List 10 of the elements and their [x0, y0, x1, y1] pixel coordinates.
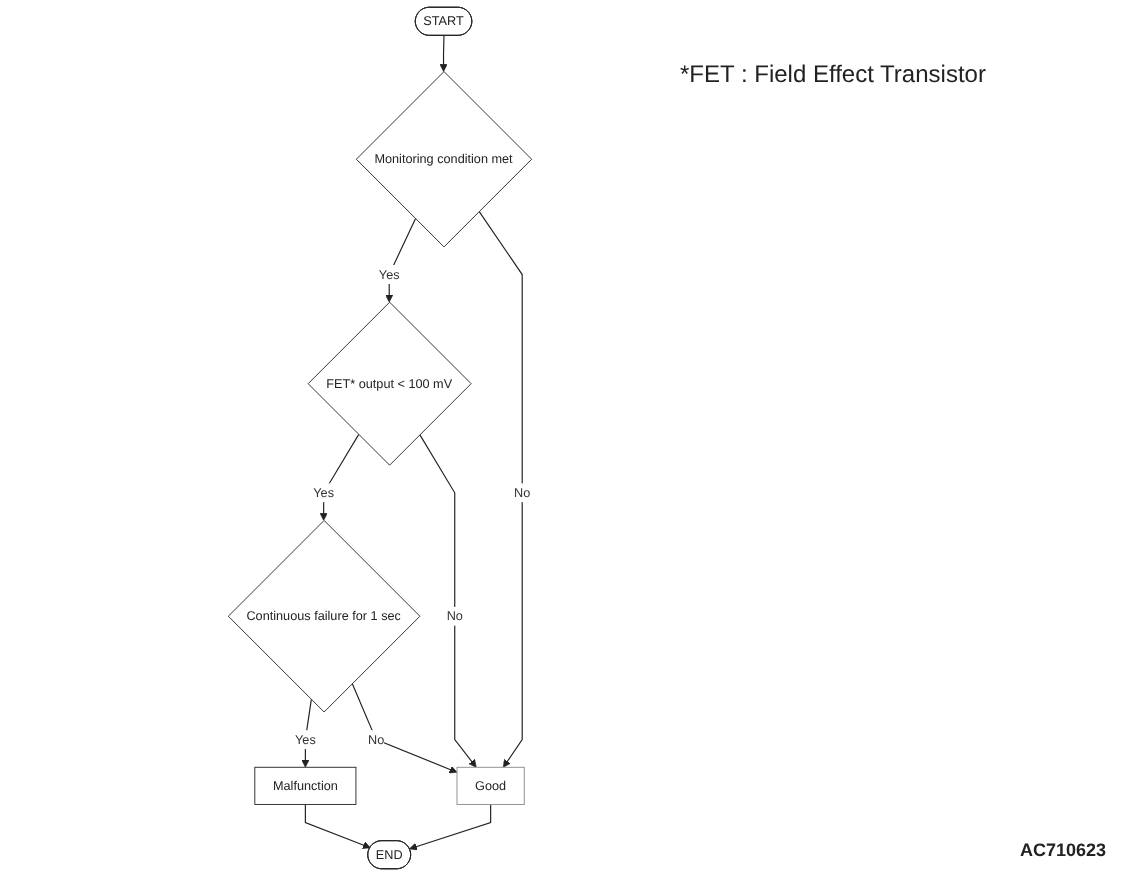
- arrow: [409, 803, 492, 851]
- footnote: *FET : Field Effect Transistor: [680, 60, 986, 88]
- arrow: [385, 218, 417, 303]
- arrow: [351, 682, 458, 774]
- arrow: [419, 434, 477, 768]
- arrow: [319, 434, 360, 521]
- figure-code: AC710623: [1019, 840, 1106, 860]
- arrow: [439, 35, 448, 72]
- arrow: [478, 210, 523, 768]
- arrow: [304, 803, 371, 849]
